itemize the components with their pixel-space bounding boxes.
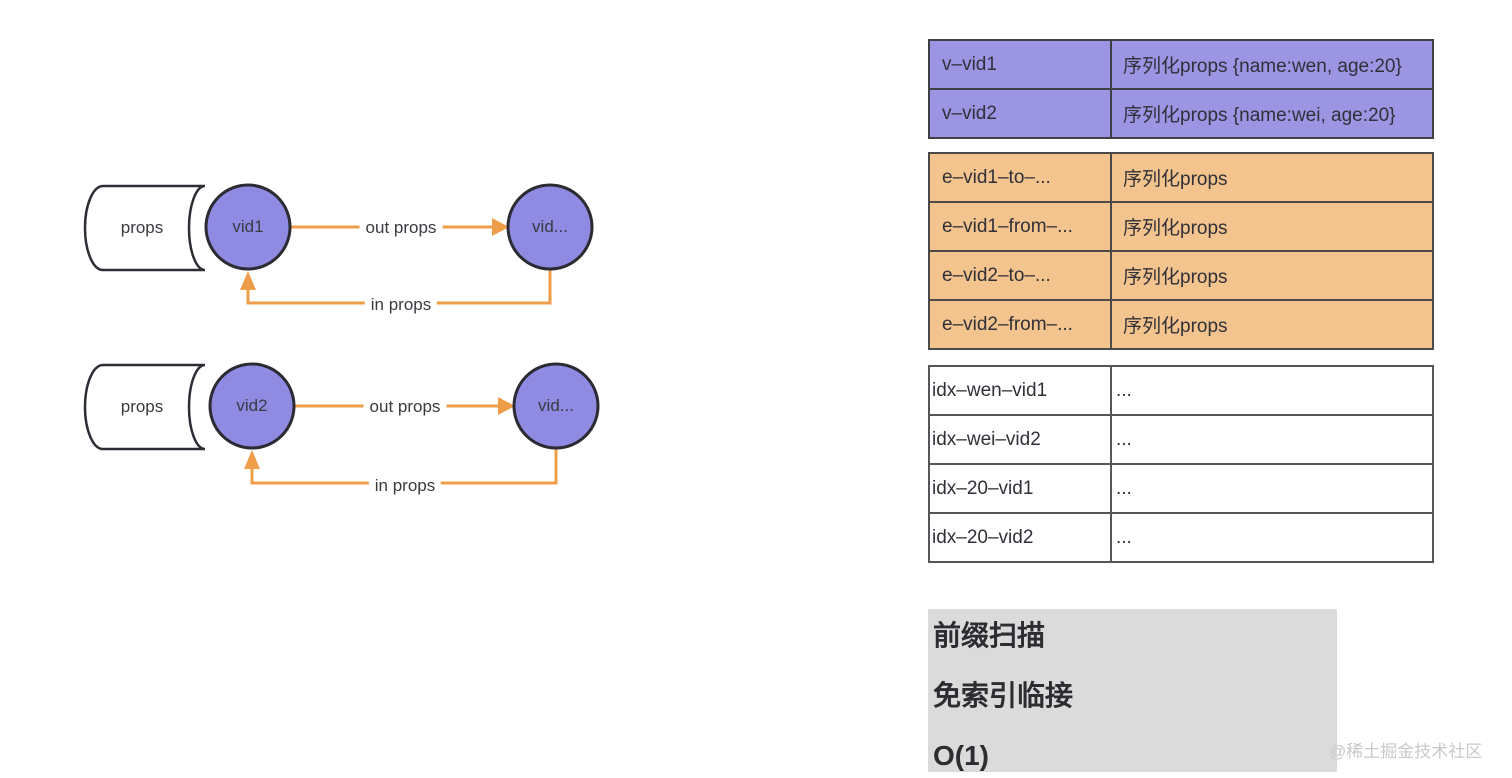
- out-edge-arrowhead-1: [492, 218, 509, 236]
- table-row: e–vid2–from–... 序列化props: [930, 299, 1432, 348]
- vertex-label-vid1: vid1: [232, 217, 264, 236]
- out-edge-arrowhead-2: [498, 397, 515, 415]
- kv-value: 序列化props: [1123, 267, 1228, 288]
- vertex-label-vid2: vid2: [236, 396, 268, 415]
- table-row: idx–20–vid2 ...: [930, 512, 1432, 561]
- table-row: v–vid1 序列化props {name:wen, age:20}: [930, 41, 1432, 88]
- table-row: v–vid2 序列化props {name:wei, age:20}: [930, 88, 1432, 137]
- kv-key: idx–wen–vid1: [930, 367, 1112, 414]
- out-edge-label-2: out props: [363, 397, 447, 417]
- vertex-circle-vid1: [204, 183, 292, 271]
- in-edge-arrowhead-2: [244, 450, 260, 469]
- kv-value: 序列化props: [1123, 218, 1228, 239]
- kv-value: ...: [1116, 526, 1132, 548]
- table-row: e–vid1–from–... 序列化props: [930, 201, 1432, 250]
- props-cylinder-2: [83, 363, 206, 451]
- kv-value: 序列化props {name:wen, age:20}: [1123, 56, 1402, 77]
- kv-value: ...: [1116, 428, 1132, 450]
- kv-value: ...: [1116, 379, 1132, 401]
- vertex-circle-target-1: [506, 183, 594, 271]
- watermark: @稀土掘金技术社区: [1329, 742, 1483, 761]
- kv-key: e–vid1–to–...: [930, 154, 1112, 201]
- props-store-label-1: props: [120, 218, 164, 237]
- note-o1: O(1): [933, 740, 989, 771]
- kv-value: 序列化props: [1123, 169, 1228, 190]
- kv-key: e–vid2–from–...: [930, 301, 1112, 348]
- kv-value: 序列化props {name:wei, age:20}: [1123, 105, 1396, 126]
- notes-box: 前缀扫描 免索引临接 O(1): [928, 609, 1337, 772]
- vertex-label-target-2: vid...: [538, 396, 574, 415]
- graph-diagrams-drawing: [83, 183, 600, 485]
- vertex-kv-table: v–vid1 序列化props {name:wen, age:20} v–vid…: [928, 39, 1434, 139]
- kv-key: idx–20–vid2: [930, 514, 1112, 561]
- kv-key: idx–wei–vid2: [930, 416, 1112, 463]
- table-row: idx–wen–vid1 ...: [930, 367, 1432, 414]
- vertex-label-target-1: vid...: [532, 217, 568, 236]
- vertex-circle-target-2: [512, 362, 600, 450]
- in-edge-arrowhead-1: [240, 271, 256, 290]
- kv-value: ...: [1116, 477, 1132, 499]
- edge-kv-table: e–vid1–to–... 序列化props e–vid1–from–... 序…: [928, 152, 1434, 350]
- note-prefix-scan: 前缀扫描: [933, 620, 1046, 651]
- index-kv-table: idx–wen–vid1 ... idx–wei–vid2 ... idx–20…: [928, 365, 1434, 563]
- in-edge-label-1: in props: [364, 295, 438, 315]
- kv-key: e–vid2–to–...: [930, 252, 1112, 299]
- kv-key: v–vid2: [930, 90, 1112, 137]
- table-row: e–vid2–to–... 序列化props: [930, 250, 1432, 299]
- kv-key: e–vid1–from–...: [930, 203, 1112, 250]
- kv-key: idx–20–vid1: [930, 465, 1112, 512]
- table-row: idx–20–vid1 ...: [930, 463, 1432, 512]
- props-cylinder-1: [83, 184, 206, 272]
- table-row: e–vid1–to–... 序列化props: [930, 154, 1432, 201]
- vertex-circle-vid2: [208, 362, 296, 450]
- table-row: idx–wei–vid2 ...: [930, 414, 1432, 463]
- in-edge-label-2: in props: [368, 476, 442, 496]
- note-index-free-adjacency: 免索引临接: [933, 680, 1074, 711]
- kv-key: v–vid1: [930, 41, 1112, 88]
- props-store-label-2: props: [120, 397, 164, 416]
- out-edge-label-1: out props: [359, 218, 443, 238]
- kv-value: 序列化props: [1123, 316, 1228, 337]
